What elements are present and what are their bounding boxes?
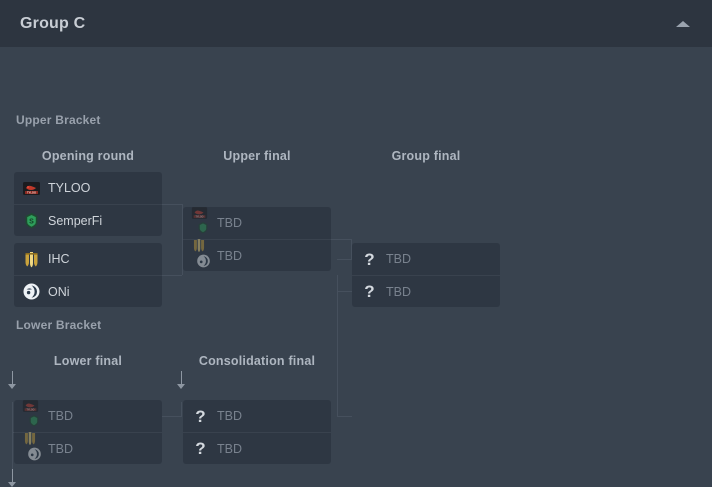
tyloo-semperfi-stack-icon: TYLOO bbox=[191, 207, 210, 234]
match-lower-final[interactable]: TYLOO TBD bbox=[14, 400, 162, 464]
svg-text:TYLOO: TYLOO bbox=[27, 190, 36, 194]
tyloo-semperfi-stack-icon: TYLOO bbox=[22, 400, 41, 427]
svg-text:TYLOO: TYLOO bbox=[27, 409, 35, 411]
connector bbox=[162, 204, 182, 205]
match-slot[interactable]: S SemperFi bbox=[14, 204, 162, 236]
match-slot[interactable]: TBD bbox=[183, 238, 331, 271]
round-label-opening-round: Opening round bbox=[41, 149, 135, 163]
connector bbox=[12, 402, 13, 469]
connector bbox=[337, 275, 338, 416]
connector bbox=[162, 275, 182, 276]
bracket-body: Upper Bracket Opening round Upper final … bbox=[0, 47, 712, 487]
tbd-label: TBD bbox=[217, 441, 242, 456]
match-upper-opening-2[interactable]: IHC ONi bbox=[14, 243, 162, 307]
round-label-upper-final: Upper final bbox=[223, 149, 291, 163]
match-slot[interactable]: ? TBD bbox=[352, 243, 500, 275]
team-name: TYLOO bbox=[48, 181, 91, 195]
team-name: ONi bbox=[48, 284, 70, 299]
connector bbox=[351, 239, 352, 259]
chevron-up-icon bbox=[676, 20, 690, 27]
question-icon: ? bbox=[364, 282, 375, 301]
connector bbox=[337, 259, 352, 260]
round-label-group-final: Group final bbox=[391, 149, 461, 163]
lower-bracket-label: Lower Bracket bbox=[16, 318, 102, 332]
connector bbox=[182, 239, 183, 275]
match-group-final[interactable]: ? TBD ? TBD bbox=[352, 243, 500, 307]
arrow-down-icon bbox=[175, 371, 187, 389]
ihc-oni-stack-icon bbox=[22, 431, 41, 460]
arrow-down-icon bbox=[6, 469, 18, 487]
connector bbox=[337, 416, 352, 417]
round-label-consolation-final: Consolidation final bbox=[198, 354, 316, 368]
match-slot[interactable]: IHC bbox=[14, 243, 162, 275]
tbd-label: TBD bbox=[386, 252, 411, 266]
upper-bracket-label: Upper Bracket bbox=[16, 113, 101, 127]
question-icon: ? bbox=[195, 406, 206, 426]
match-slot[interactable]: TBD bbox=[14, 431, 162, 464]
match-slot[interactable]: TYLOO TYLOO bbox=[14, 172, 162, 204]
tbd-label: TBD bbox=[48, 441, 73, 456]
tbd-label: TBD bbox=[217, 248, 242, 263]
team-name: SemperFi bbox=[48, 213, 103, 228]
tbd-label: TBD bbox=[386, 284, 411, 299]
ihc-oni-stack-icon bbox=[191, 238, 210, 267]
round-label-lower-final: Lower final bbox=[53, 354, 123, 368]
match-slot[interactable]: ? TBD bbox=[183, 400, 331, 432]
match-upper-opening-1[interactable]: TYLOO TYLOO S SemperFi bbox=[14, 172, 162, 236]
match-slot[interactable]: TYLOO TBD bbox=[14, 400, 162, 432]
tbd-label: TBD bbox=[48, 409, 73, 423]
match-consolation-final[interactable]: ? TBD ? TBD bbox=[183, 400, 331, 464]
match-slot[interactable]: ONi bbox=[14, 275, 162, 307]
match-slot[interactable]: TYLOO TBD bbox=[183, 207, 331, 239]
tyloo-logo: TYLOO bbox=[22, 179, 41, 198]
question-icon: ? bbox=[195, 439, 206, 458]
tbd-label: TBD bbox=[217, 409, 242, 423]
connector bbox=[162, 416, 182, 417]
match-slot[interactable]: ? TBD bbox=[183, 432, 331, 464]
svg-text:S: S bbox=[29, 218, 34, 225]
team-name: IHC bbox=[48, 252, 70, 266]
page-title: Group C bbox=[20, 14, 86, 32]
semperfi-logo: S bbox=[22, 211, 41, 230]
connector bbox=[331, 239, 352, 240]
svg-text:TYLOO: TYLOO bbox=[196, 216, 204, 218]
question-icon: ? bbox=[364, 249, 375, 269]
ihc-logo bbox=[22, 250, 41, 269]
tbd-label: TBD bbox=[217, 216, 242, 230]
connector bbox=[181, 402, 182, 416]
match-upper-final[interactable]: TYLOO TBD bbox=[183, 207, 331, 271]
arrow-down-icon bbox=[6, 371, 18, 389]
group-header[interactable]: Group C bbox=[0, 0, 712, 47]
oni-logo bbox=[22, 282, 41, 301]
match-slot[interactable]: ? TBD bbox=[352, 275, 500, 307]
connector bbox=[182, 204, 183, 240]
collapse-button[interactable] bbox=[670, 11, 696, 37]
connector bbox=[337, 291, 352, 292]
